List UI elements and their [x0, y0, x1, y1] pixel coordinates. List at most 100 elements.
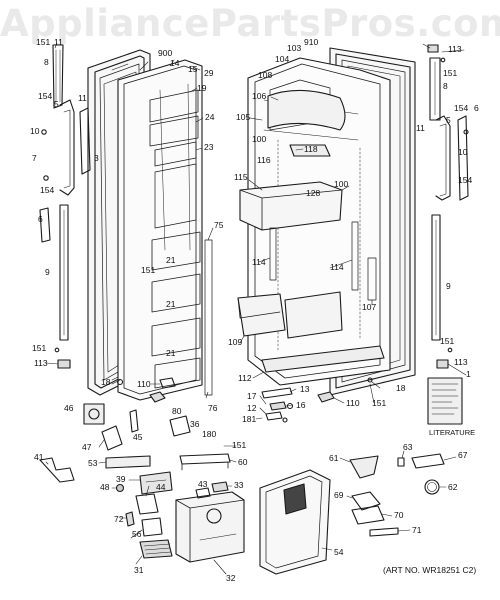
- part-label: 100: [334, 179, 349, 189]
- freezer-door-liner: [117, 59, 203, 401]
- dispenser-housing-32: [175, 491, 245, 563]
- part-label: 15: [188, 64, 198, 74]
- part-label: 105: [236, 112, 251, 122]
- freezer-hinge-113: [57, 359, 71, 369]
- part-label: 108: [258, 70, 273, 80]
- part-label: 23: [204, 142, 214, 152]
- part-label: 103: [287, 43, 302, 53]
- part-label: 32: [226, 573, 236, 583]
- part-label: 114: [252, 257, 266, 267]
- part-label: 154: [458, 175, 473, 185]
- dispenser-cover-54: [259, 469, 331, 575]
- part-label: 8: [443, 81, 448, 91]
- part-label: 104: [275, 54, 290, 64]
- freezer-trim-9: [59, 204, 69, 341]
- part-label: 154: [40, 185, 55, 195]
- ice-part-71: [369, 527, 399, 537]
- part-label: 10: [30, 126, 40, 136]
- part-label: 109: [228, 337, 243, 347]
- freezer-handle-cap-11: [79, 107, 91, 175]
- part-label: 151: [141, 265, 156, 275]
- part-label: 900: [158, 48, 173, 58]
- bottom-hinge-parts: [261, 387, 335, 423]
- fresh-food-crisper-cover: [267, 89, 346, 131]
- part-label: 114: [330, 262, 344, 272]
- part-label: 910: [304, 37, 319, 47]
- part-label: 10: [458, 147, 468, 157]
- ring-62: [424, 479, 440, 495]
- fresh-screws: [367, 57, 469, 383]
- ice-part-69: [351, 491, 381, 511]
- part-label: 70: [394, 510, 404, 520]
- dispenser-part-33: [211, 481, 229, 493]
- part-label: 116: [257, 155, 271, 165]
- part-label: 61: [329, 453, 339, 463]
- part-label: 151: [32, 343, 47, 353]
- part-label: 54: [334, 547, 344, 557]
- dispenser-part-36: [169, 415, 191, 437]
- dispenser-part-47: [101, 425, 123, 451]
- leader-lines: [45, 42, 467, 575]
- fresh-gasket-strip: [429, 57, 441, 121]
- part-label: 128: [306, 188, 321, 198]
- dispenser-bar-60: [179, 453, 231, 471]
- part-label: 12: [247, 403, 257, 413]
- literature-label: LITERATURE: [429, 428, 476, 437]
- part-label: 100: [252, 134, 267, 144]
- part-label: 69: [334, 490, 344, 500]
- part-label: 41: [34, 452, 44, 462]
- part-label: 75: [214, 220, 224, 230]
- art-number: (ART NO. WR18251 C2): [383, 565, 477, 575]
- part-label: 11: [54, 37, 63, 47]
- fresh-trim-9: [431, 214, 441, 341]
- part-label: 43: [198, 479, 208, 489]
- dispenser-grille-31: [139, 539, 173, 559]
- ice-part-63: [397, 457, 405, 467]
- part-label: 112: [238, 373, 252, 383]
- part-label: 9: [446, 281, 451, 291]
- freezer-door-bits: [149, 239, 213, 403]
- fresh-door-handle: [435, 115, 451, 201]
- freezer-gasket-strip-8: [52, 44, 64, 109]
- part-label: 44: [156, 482, 166, 492]
- fresh-food-shelf-118: [289, 144, 331, 157]
- part-label: 106: [252, 91, 267, 101]
- fresh-hinge-113: [427, 44, 449, 369]
- part-label: 118: [304, 144, 318, 154]
- part-label: 17: [247, 391, 257, 401]
- part-label: 151: [440, 336, 455, 346]
- part-label: 6: [38, 214, 43, 224]
- part-label: 113: [34, 358, 48, 368]
- part-label: 56: [132, 529, 142, 539]
- part-label: 9: [45, 267, 50, 277]
- ice-part-67: [411, 453, 445, 469]
- part-label: 154: [454, 103, 469, 113]
- watermark: AppliancePartsPros.com: [0, 2, 500, 45]
- fresh-trim-6: [457, 115, 469, 201]
- part-label: 67: [458, 450, 468, 460]
- part-label: 72: [114, 514, 124, 524]
- part-label: 1: [466, 369, 471, 379]
- part-label: 60: [238, 457, 248, 467]
- part-label: 110: [137, 379, 151, 389]
- freezer-trim-6: [39, 207, 51, 243]
- dispenser-part-44: [135, 493, 159, 515]
- part-label: 16: [296, 400, 306, 410]
- part-label: 71: [412, 525, 422, 535]
- part-label: 19: [197, 83, 207, 93]
- dispenser-cap-48: [115, 483, 125, 493]
- part-label: 181: [242, 414, 257, 424]
- part-label: 76: [208, 403, 218, 413]
- part-label: 53: [88, 458, 98, 468]
- part-label: 39: [116, 474, 126, 484]
- part-label: 5: [54, 99, 59, 109]
- part-label: 151: [443, 68, 458, 78]
- part-label: 3: [94, 153, 99, 163]
- part-label: 31: [134, 565, 144, 575]
- part-label: 48: [100, 482, 110, 492]
- part-label: 6: [474, 103, 479, 113]
- part-label: 21: [166, 299, 176, 309]
- part-label: 113: [454, 357, 468, 367]
